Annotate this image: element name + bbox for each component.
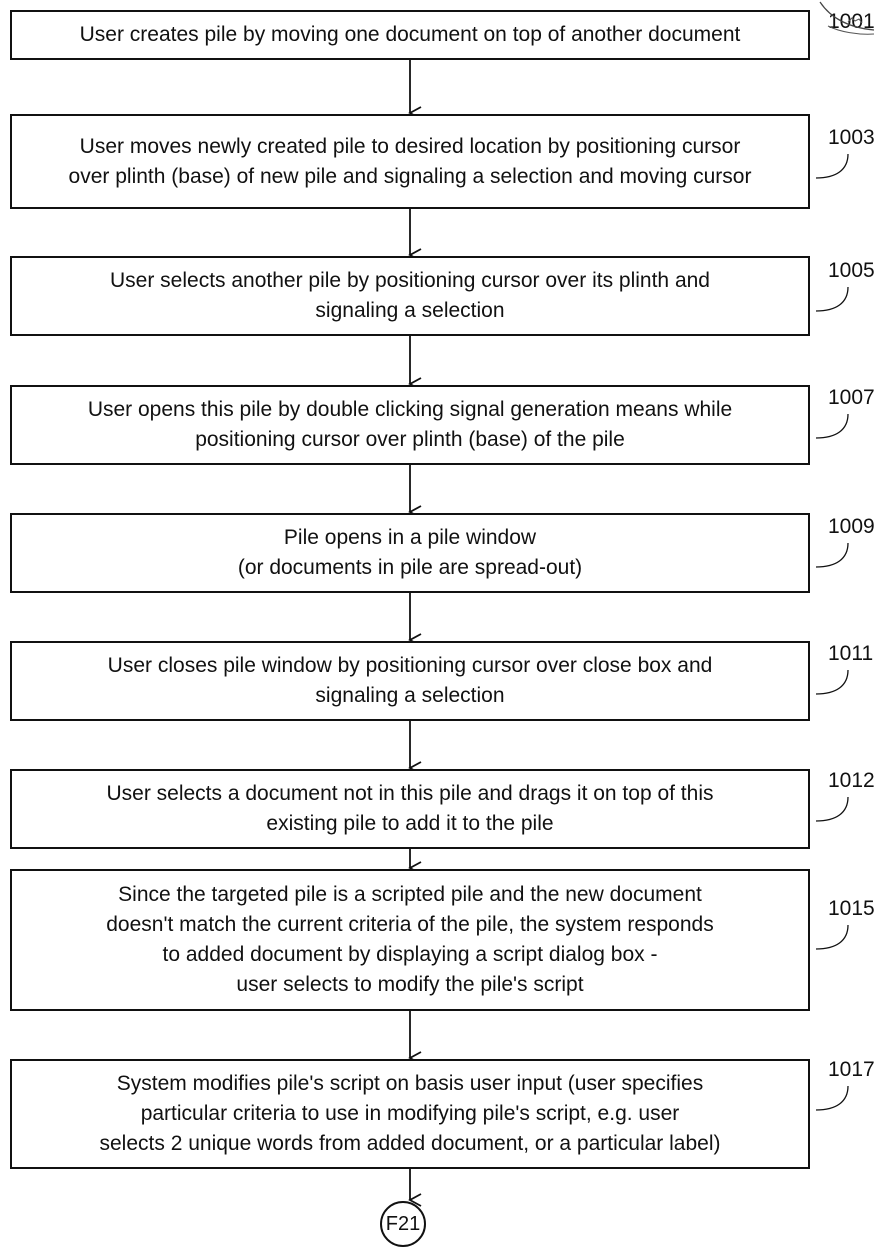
step-box-1009: Pile opens in a pile window (or document…	[10, 513, 810, 593]
step-text: User moves newly created pile to desired…	[68, 134, 752, 188]
ref-leader-line	[815, 669, 849, 695]
step-box-1011: User closes pile window by positioning c…	[10, 641, 810, 721]
step-text: System modifies pile's script on basis u…	[99, 1072, 721, 1155]
step-box-1017: System modifies pile's script on basis u…	[10, 1059, 810, 1169]
step-text: User creates pile by moving one document…	[79, 23, 741, 46]
ref-label-1011: 1011	[828, 642, 874, 665]
step-box-1005: User selects another pile by positioning…	[10, 256, 810, 336]
connector-label: F21	[385, 1212, 421, 1235]
step-text: User selects a document not in this pile…	[106, 782, 714, 835]
ref-label-1001: 1001	[828, 10, 875, 33]
ref-leader-line	[815, 413, 849, 439]
ref-label-1017: 1017	[828, 1058, 875, 1081]
ref-leader-line	[815, 153, 849, 179]
step-text: Pile opens in a pile window (or document…	[237, 526, 583, 579]
ref-label-1009: 1009	[828, 515, 875, 538]
step-text: User opens this pile by double clicking …	[87, 398, 733, 451]
ref-leader-line	[815, 796, 849, 822]
step-text: User closes pile window by positioning c…	[107, 654, 713, 707]
offpage-connector: F21	[380, 1201, 426, 1247]
stamp-mark	[819, 1, 875, 35]
step-box-1003: User moves newly created pile to desired…	[10, 114, 810, 209]
ref-leader-line	[815, 1085, 849, 1111]
step-box-1007: User opens this pile by double clicking …	[10, 385, 810, 465]
step-text: Since the targeted pile is a scripted pi…	[106, 883, 714, 996]
ref-label-1007: 1007	[828, 386, 875, 409]
ref-label-1005: 1005	[828, 259, 875, 282]
step-box-1001: User creates pile by moving one document…	[10, 10, 810, 60]
ref-leader-line	[815, 924, 849, 950]
ref-label-1003: 1003	[828, 126, 875, 149]
step-box-1012: User selects a document not in this pile…	[10, 769, 810, 849]
ref-label-1015: 1015	[828, 897, 875, 920]
step-box-1015: Since the targeted pile is a scripted pi…	[10, 869, 810, 1011]
ref-label-1012: 1012	[828, 769, 875, 792]
step-text: User selects another pile by positioning…	[110, 269, 710, 322]
ref-leader-line	[815, 286, 849, 312]
ref-leader-line	[815, 542, 849, 568]
